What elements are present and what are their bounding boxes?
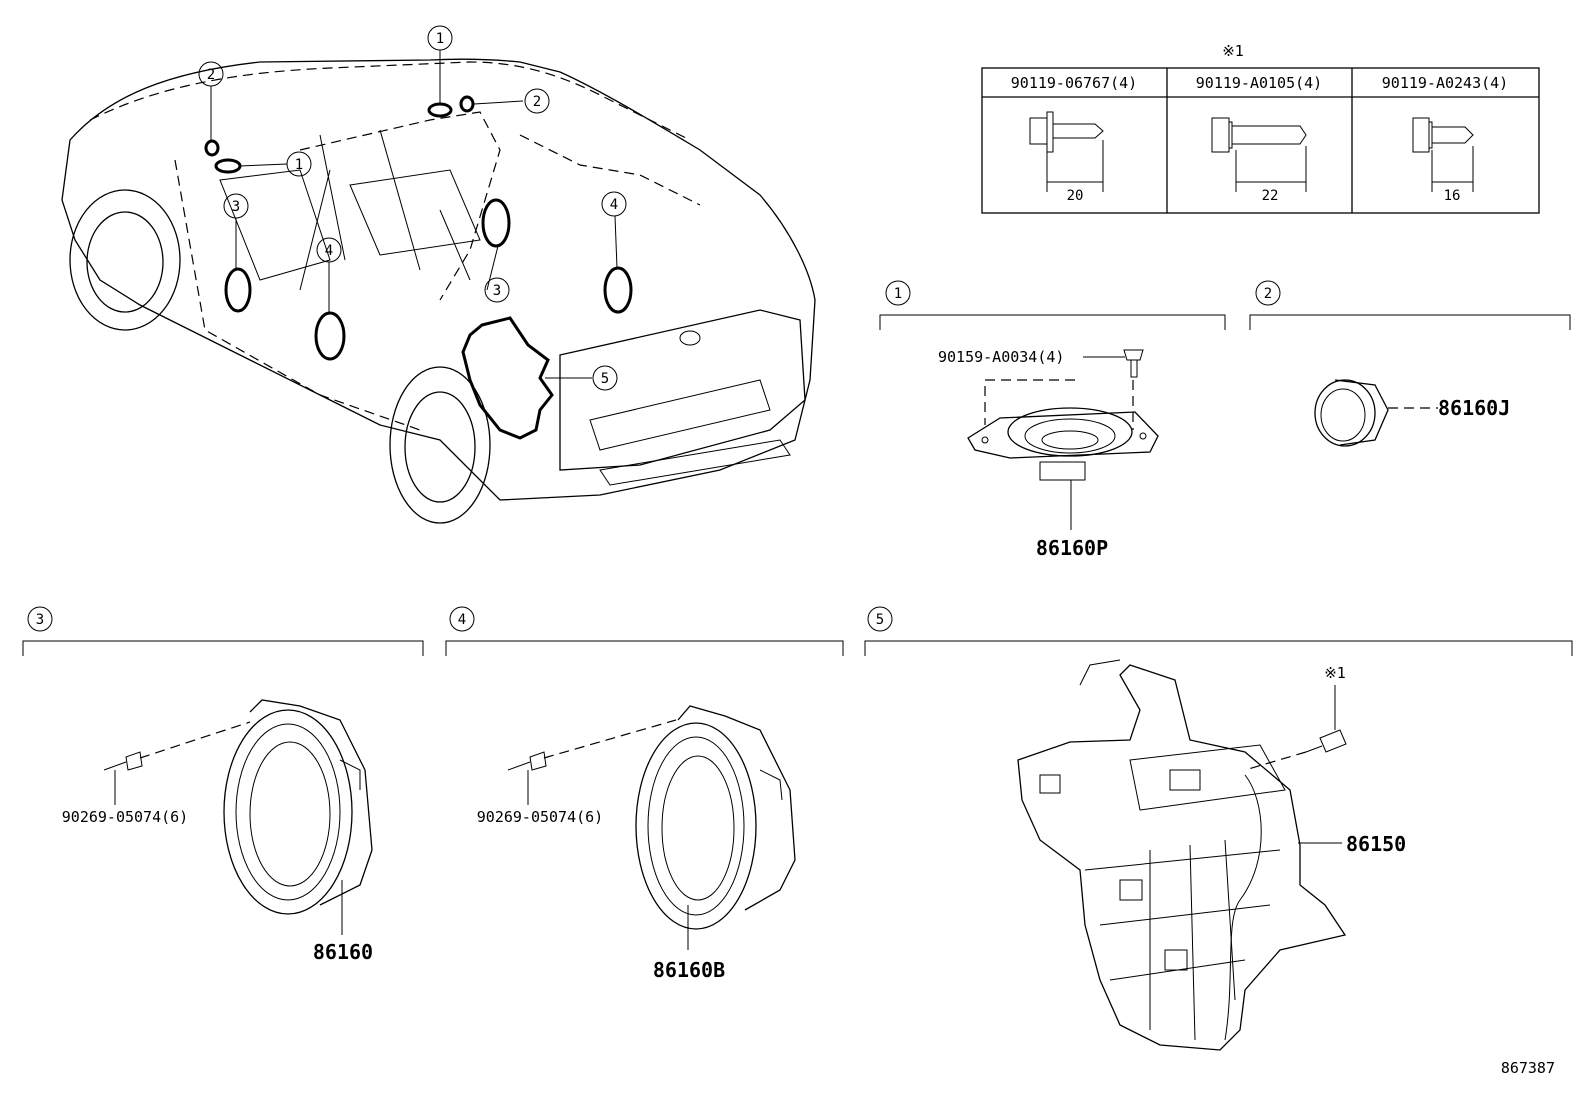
svg-text:2: 2 bbox=[207, 67, 215, 83]
note-mark-section-5: ※1 bbox=[1324, 664, 1346, 682]
bolt-part-3: 90119-A0243(4) bbox=[1382, 74, 1508, 92]
svg-text:22: 22 bbox=[1262, 188, 1279, 204]
part-86160P-label: 86160P bbox=[1036, 536, 1108, 560]
svg-text:1: 1 bbox=[436, 31, 444, 47]
location-callout-1b: 1 bbox=[286, 151, 312, 177]
location-callout-4a: 4 bbox=[316, 237, 342, 263]
svg-text:3: 3 bbox=[493, 283, 501, 299]
part-86160B-label: 86160B bbox=[653, 958, 725, 982]
table-note-mark: ※1 bbox=[1222, 42, 1244, 60]
svg-text:5: 5 bbox=[876, 612, 884, 628]
rivet-icon bbox=[103, 751, 143, 771]
section-3: 3 90269-05074(6) 86160 bbox=[22, 606, 424, 964]
screw-90159-label: 90159-A0034(4) bbox=[938, 348, 1064, 366]
location-callout-2a: 2 bbox=[524, 88, 550, 114]
section-2: 2 86160J bbox=[1249, 280, 1571, 447]
svg-text:1: 1 bbox=[295, 157, 303, 173]
location-callout-5: 5 bbox=[592, 365, 618, 391]
bolt-drawing-3: 16 bbox=[1412, 117, 1474, 204]
svg-text:2: 2 bbox=[533, 94, 541, 110]
speaker-86160B bbox=[635, 705, 796, 930]
bolt-table: ※1 90119-06767(4) 90119-A0105(4) 90119-A… bbox=[981, 42, 1540, 214]
rivet-90269-label-a: 90269-05074(6) bbox=[62, 808, 188, 826]
section-4: 4 90269-05074(6) 86160B bbox=[445, 606, 844, 982]
part-86160-label: 86160 bbox=[313, 940, 373, 964]
rivet-90269-label-b: 90269-05074(6) bbox=[477, 808, 603, 826]
diagram-id: 867387 bbox=[1501, 1059, 1555, 1077]
location-callout-2b: 2 bbox=[198, 61, 224, 87]
tweeter-speaker-86160P bbox=[967, 407, 1159, 481]
svg-text:4: 4 bbox=[610, 197, 618, 213]
bolt-part-1: 90119-06767(4) bbox=[1011, 74, 1137, 92]
amplifier-bracket-86150 bbox=[1017, 659, 1347, 1051]
location-callout-4b: 4 bbox=[601, 191, 627, 217]
location-callout-1a: 1 bbox=[427, 25, 453, 51]
location-callout-3b: 3 bbox=[484, 277, 510, 303]
svg-text:1: 1 bbox=[894, 286, 902, 302]
bolt-part-2: 90119-A0105(4) bbox=[1196, 74, 1322, 92]
svg-text:4: 4 bbox=[458, 612, 466, 628]
section-1: 1 90159-A0034(4) 86160P bbox=[879, 280, 1226, 560]
bolt-drawing-1: 20 bbox=[1029, 111, 1104, 204]
section-5: 5 ※1 86150 bbox=[864, 606, 1573, 1051]
part-86150-label: 86150 bbox=[1346, 832, 1406, 856]
svg-text:16: 16 bbox=[1444, 188, 1461, 204]
rivet-icon-2 bbox=[507, 751, 547, 771]
tweeter-86160J bbox=[1314, 379, 1389, 447]
bolt-drawing-2: 22 bbox=[1211, 117, 1307, 204]
vehicle-illustration: 1 2 2 1 3 4 3 4 5 bbox=[61, 25, 816, 524]
screw-icon bbox=[1123, 349, 1144, 378]
svg-text:3: 3 bbox=[36, 612, 44, 628]
svg-text:4: 4 bbox=[325, 243, 333, 259]
location-callout-3a: 3 bbox=[223, 193, 249, 219]
svg-text:20: 20 bbox=[1067, 188, 1084, 204]
part-86160J-label: 86160J bbox=[1438, 396, 1510, 420]
bolt-icon bbox=[1305, 729, 1347, 753]
speaker-86160 bbox=[223, 699, 373, 915]
svg-text:2: 2 bbox=[1264, 286, 1272, 302]
svg-text:5: 5 bbox=[601, 371, 609, 387]
svg-text:3: 3 bbox=[232, 199, 240, 215]
